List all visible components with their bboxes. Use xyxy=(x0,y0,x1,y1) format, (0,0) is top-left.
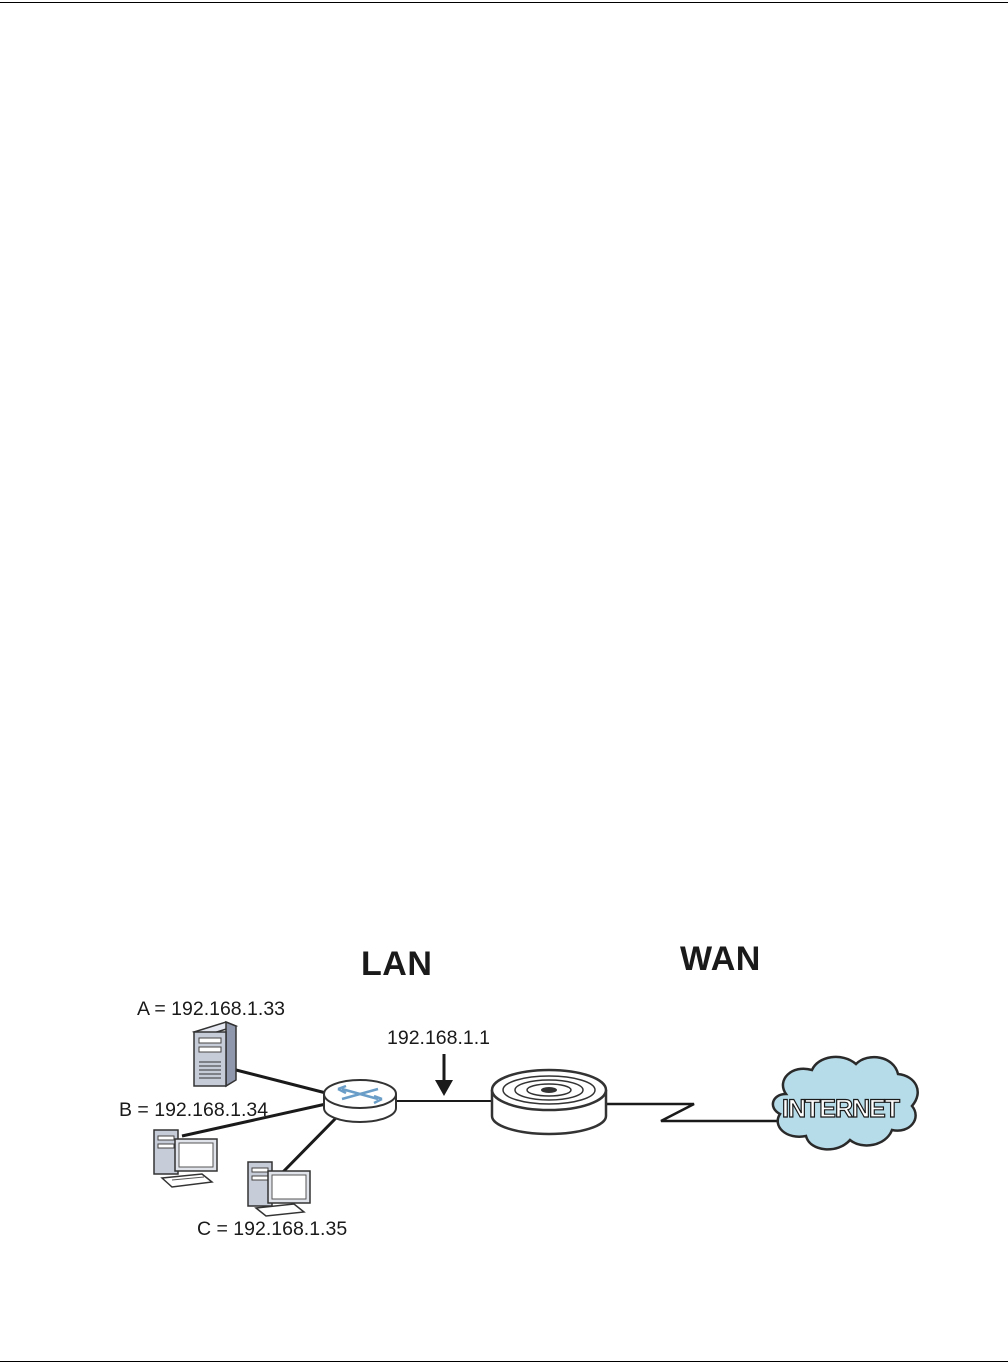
lan-label: LAN xyxy=(361,945,432,984)
wan-link xyxy=(607,1104,778,1121)
link-a-switch xyxy=(236,1070,326,1093)
internet-label: INTERNET xyxy=(782,1095,899,1124)
desktop-computer-icon xyxy=(248,1162,310,1216)
switch-icon xyxy=(324,1080,396,1122)
bottom-rule xyxy=(0,1361,1008,1362)
router-icon xyxy=(492,1070,606,1134)
link-c-switch xyxy=(280,1118,336,1175)
server-icon xyxy=(194,1022,236,1086)
router-ip-label: 192.168.1.1 xyxy=(387,1027,490,1050)
wan-label: WAN xyxy=(680,940,761,979)
ip-arrow-icon xyxy=(435,1054,453,1096)
host-c-label: C = 192.168.1.35 xyxy=(197,1218,347,1241)
desktop-computer-icon xyxy=(154,1130,217,1187)
host-a-label: A = 192.168.1.33 xyxy=(137,998,285,1021)
host-b-label: B = 192.168.1.34 xyxy=(119,1099,268,1122)
